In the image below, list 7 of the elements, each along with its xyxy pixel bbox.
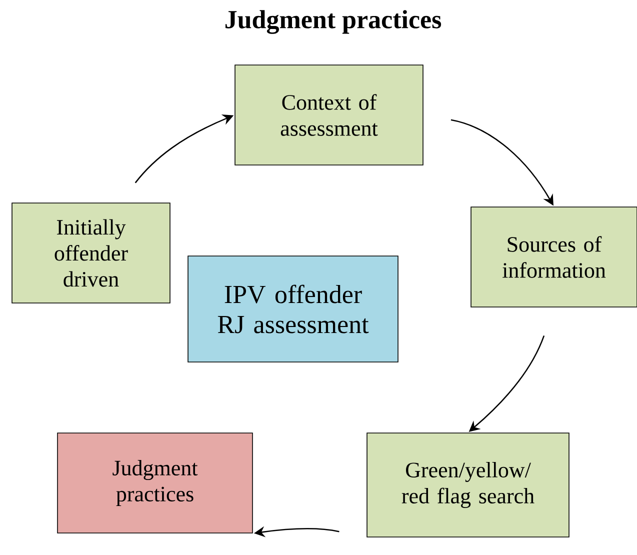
process-box: Context of assessment [234,64,424,166]
process-box: Initially offender driven [12,202,170,304]
center-box: IPV offender RJ assessment [188,256,398,362]
title: Judgment practices [225,10,442,34]
process-box: Judgment practices [57,432,253,534]
process-box: Sources of information [470,206,637,308]
process-box: Green/yellow/ red flag search [366,432,570,538]
